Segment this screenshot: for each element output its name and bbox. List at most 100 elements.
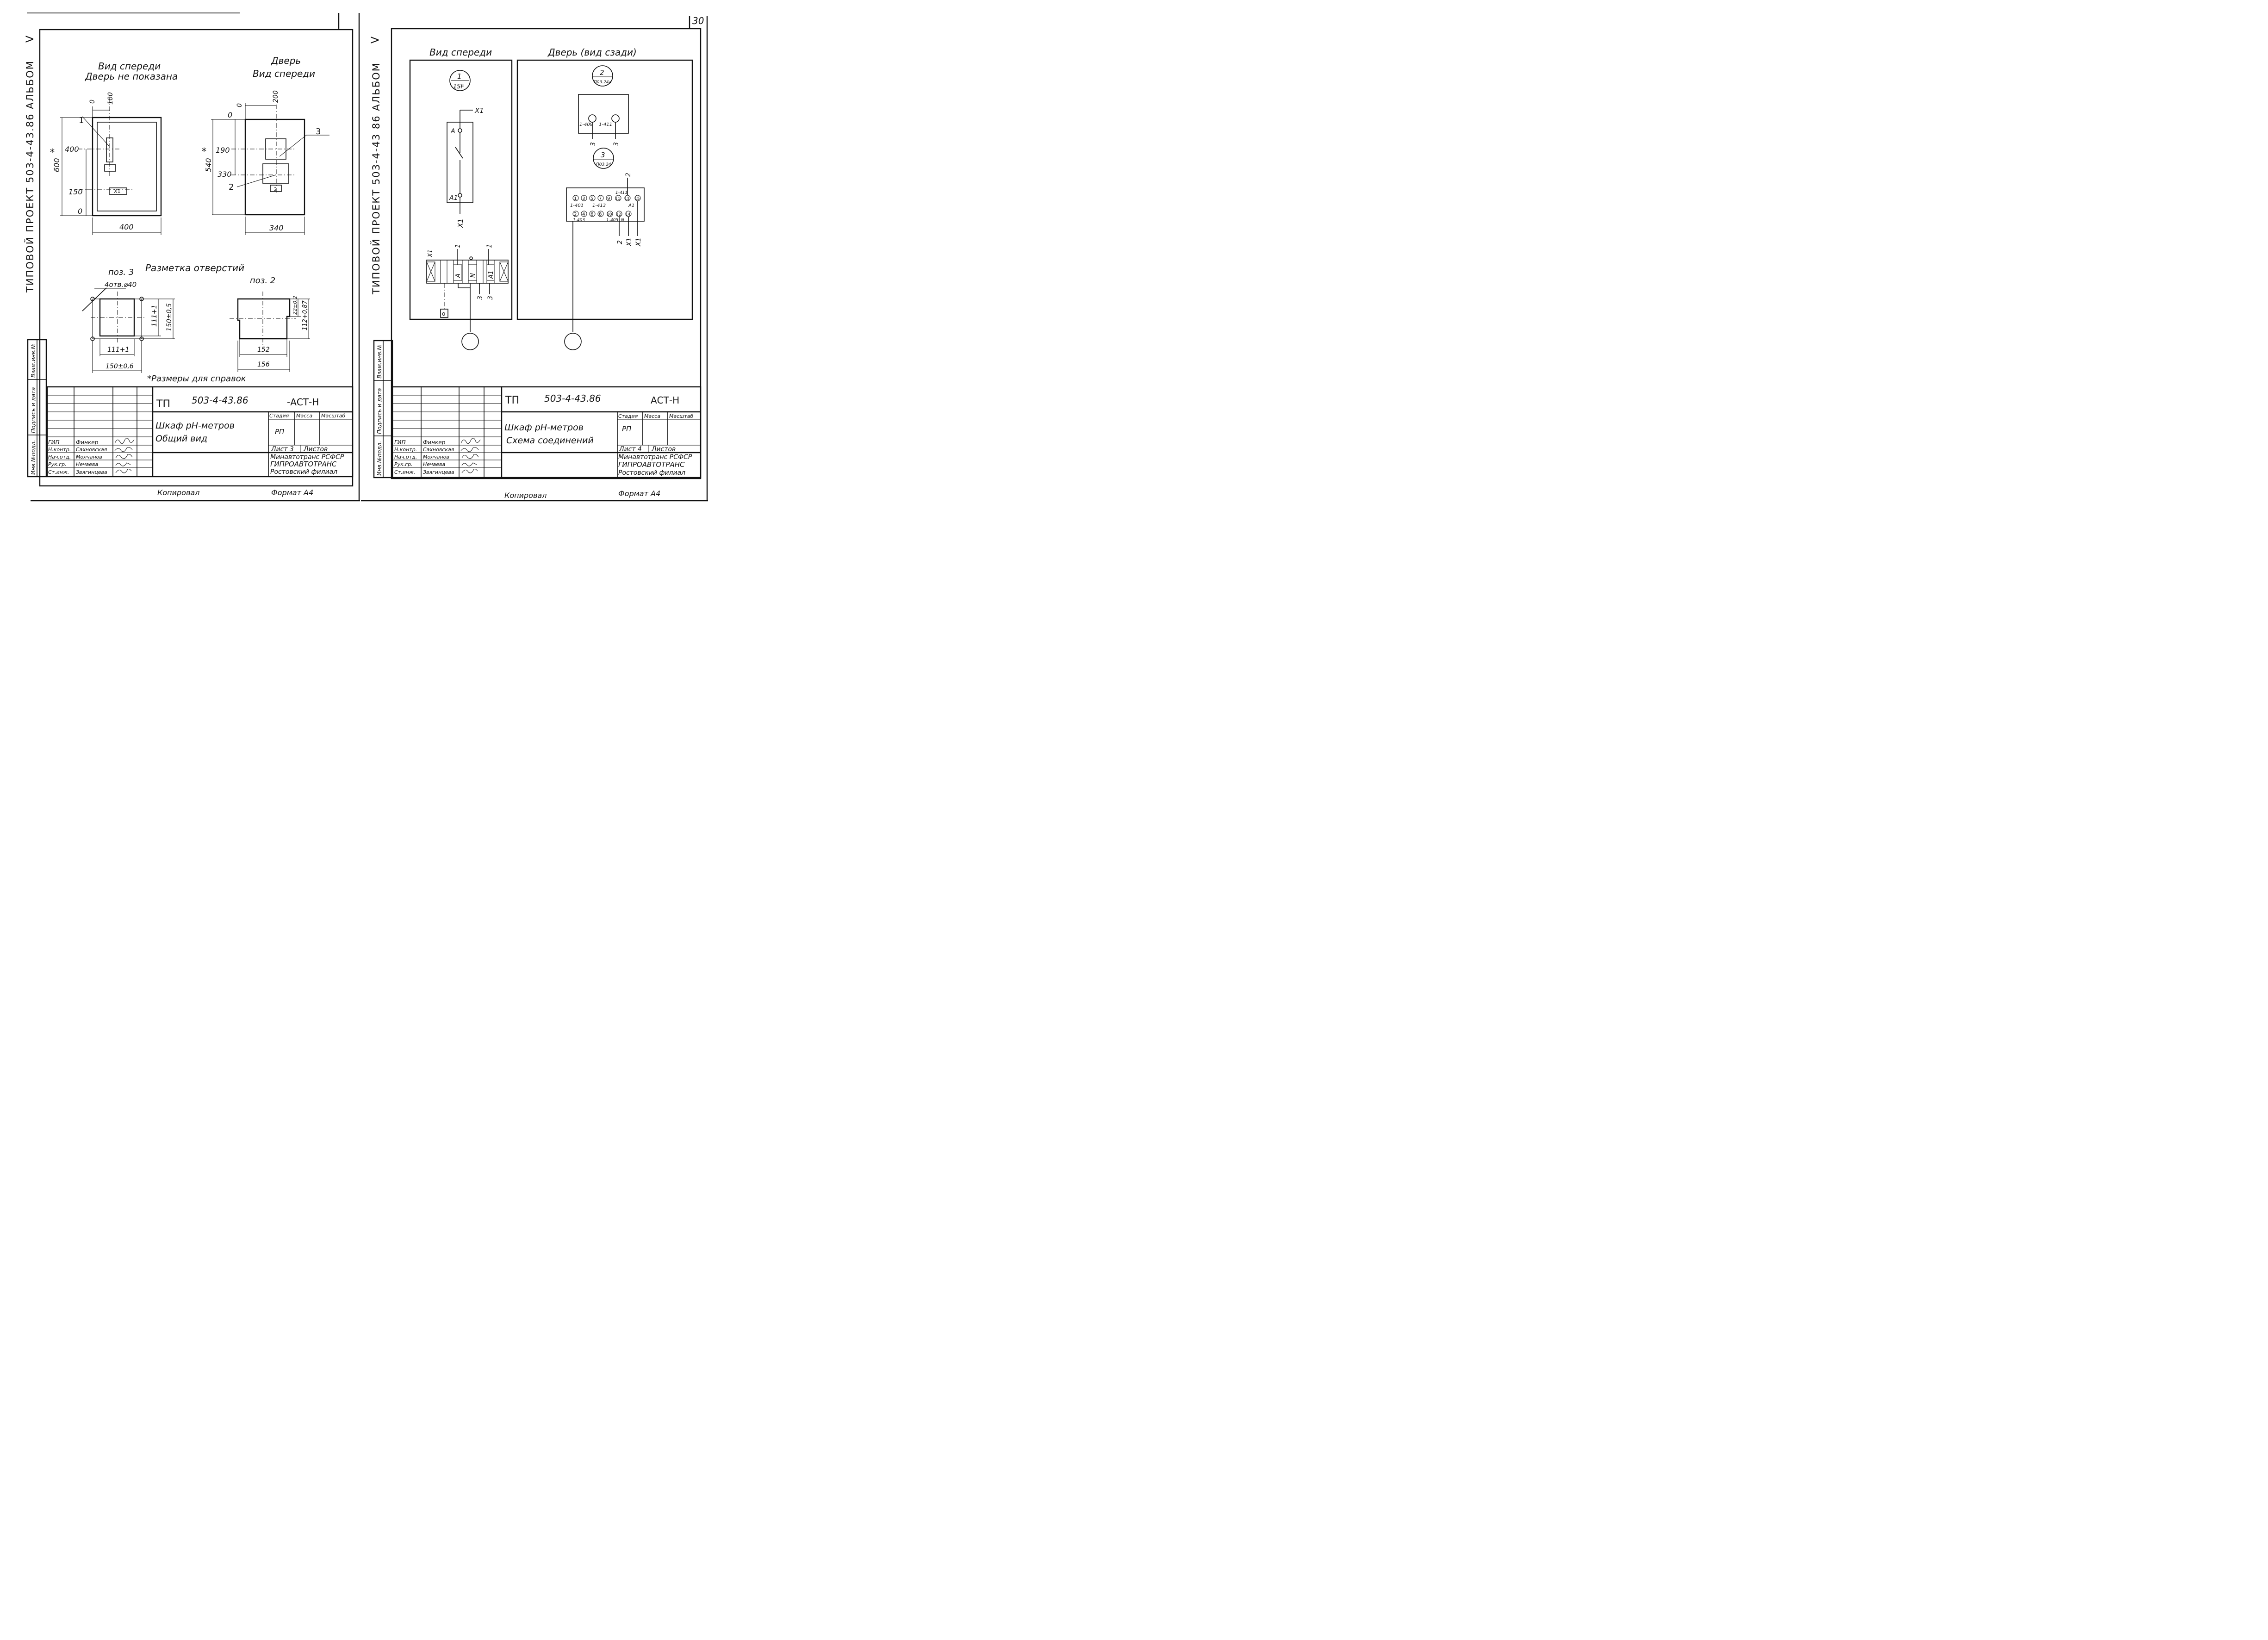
pos3-dim-h: 111+1 [151, 305, 158, 327]
left-signature-5 [115, 469, 132, 473]
right-signature-2 [460, 447, 479, 452]
pos2-dim-w: 152 [257, 346, 270, 354]
right-block-b12: 12 [616, 212, 621, 217]
right-tb-stage-hdr: Стадия [618, 413, 638, 419]
right-wire-top-1: 1 [454, 244, 462, 248]
left-front-title2: Дверь не показана [85, 71, 178, 82]
right-signature-5 [461, 469, 478, 473]
door-dim-200x: 200 [272, 90, 280, 103]
left-tb-code-prefix: ТП [156, 398, 170, 410]
right-block-label-1: 1-401 [570, 203, 584, 208]
pos2-dim-h: 22±0,2 [292, 296, 298, 315]
front-dim-150y: 150 [68, 187, 83, 196]
right-block-t13: 13 [624, 197, 629, 201]
right-format: Формат А4 [618, 489, 660, 498]
left-side-cells: Инв.№подл. Подпись и дата Взам.инв.№ [27, 339, 47, 478]
right-block-b14: 14 [625, 212, 631, 217]
right-tb-sheets: Листов [651, 446, 676, 453]
left-footnote: *Размеры для справок [147, 374, 246, 384]
right-tb-stage: РП [622, 425, 631, 433]
right-tb-name-1: Финкер [423, 439, 446, 446]
left-tb-name-3: Молчанов [76, 454, 102, 460]
left-signature-1 [114, 438, 135, 444]
holes-title: Разметка отверстий [145, 262, 244, 273]
left-tb-name-4: Нечаева [76, 461, 99, 467]
right-wire-bottom-2: 3 [487, 296, 494, 300]
left-holes-marking: Разметка отверстий поз. 3 4отв.⌀40 111+1… [82, 262, 310, 373]
right-front-wire-top: X1 [474, 106, 484, 115]
right-door-pin-wire-2: 3 [613, 142, 620, 146]
right-tb-scale-hdr: Масштаб [669, 413, 693, 419]
right-copied: Копировал [504, 491, 547, 500]
left-tb-name1: Шкаф pH-метров [155, 421, 235, 431]
right-block-bottom-row: 2 4 6 8 10 12 14 [572, 211, 632, 217]
drawing-canvas: 30 V ТИПОВОЙ ПРОЕКТ 503-4-43.86 АЛЬБОМ В… [24, 12, 708, 502]
left-tb-sheet: Лист 3 [271, 446, 294, 453]
right-front-ref-top: 1 [457, 72, 462, 81]
right-door-pin-wire-1: 3 [590, 142, 597, 146]
right-tb-name2: Схема соединений [506, 435, 594, 446]
right-block-t15: 15 [634, 197, 640, 201]
right-door-out-wire-3: X1 [635, 238, 642, 247]
right-door-ref3-top: 3 [601, 151, 605, 159]
front-dim-400y: 400 [65, 145, 79, 154]
right-tb-sheet: Лист 4 [619, 446, 642, 453]
right-block-label-2: 1-413 [592, 203, 606, 208]
right-block-label-4: A1 [628, 203, 634, 208]
door-dim-width: 340 [269, 224, 284, 232]
right-tb-name-4: Нечаева [423, 461, 446, 467]
right-door-out-wire-2: X1 [626, 238, 633, 247]
right-block-b4: 4 [582, 212, 585, 217]
pos2-dim-w2: 156 [257, 361, 270, 368]
page-number: 30 [692, 15, 704, 26]
right-terminal-label: X1 [427, 249, 434, 258]
right-door-ref2-top: 2 [600, 68, 604, 77]
door-callout-3: 3 [316, 127, 321, 137]
right-front-wire-bottom: X1 [456, 218, 465, 228]
right-terminal-a1: A1 [488, 271, 495, 279]
right-block-t11: 11 [615, 197, 620, 201]
right-block-b6: 6 [590, 212, 593, 217]
front-dim-height-star: * [50, 147, 55, 158]
left-side-stamp: V ТИПОВОЙ ПРОЕКТ 503-4-43.86 АЛЬБОМ [24, 36, 36, 293]
front-callout-1: 1 [79, 116, 84, 125]
right-door-title: Дверь (вид сзади) [547, 47, 637, 58]
left-tb-name-1: Финкер [76, 439, 99, 446]
right-tb-code: 503-4-43.86 [544, 393, 601, 404]
right-album-label: V [370, 37, 381, 43]
right-door-view: Дверь (вид сзади) 2 П03.24а 1-409 1-411 … [516, 47, 693, 350]
left-side-cell-repl: Взам.инв.№ [30, 343, 37, 378]
door-dim-190: 190 [216, 146, 230, 155]
front-dim-0y: 0 [78, 207, 82, 216]
right-tb-mass-hdr: Масса [644, 413, 660, 419]
front-dim-100x: 100 [107, 92, 114, 105]
left-tb-scale-hdr: Масштаб [321, 413, 345, 419]
right-tb-name1: Шкаф pH-метров [504, 422, 584, 433]
right-tb-org1: Минавтотранс РСФСР [618, 453, 692, 461]
left-tb-org2: ГИПРОАВТОТРАНС [270, 460, 337, 468]
right-tb-org3: Ростовский филиал [618, 469, 685, 477]
door-callout-2: 2 [229, 182, 234, 192]
right-block-top-row: 1 3 5 7 9 11 13 15 [572, 195, 641, 201]
right-door-ref2-bottom: П03.24а [594, 80, 611, 85]
left-vertical-title: ТИПОВОЙ ПРОЕКТ 503-4-43.86 АЛЬБОМ [24, 60, 36, 293]
right-tb-name-5: Звягинцева [423, 469, 454, 475]
right-tb-role-4: Рук.гр. [394, 461, 413, 467]
right-tb-code-suffix: АСТ-Н [651, 395, 679, 406]
right-block-label-7: N [621, 218, 624, 223]
right-signature-4 [461, 462, 477, 466]
right-front-contact-a: A [450, 128, 455, 135]
left-signature-4 [115, 462, 131, 466]
front-dim-width: 400 [119, 223, 134, 231]
left-tb-org3: Ростовский филиал [270, 468, 337, 476]
front-dim-0x: 0 [89, 99, 96, 104]
right-block-t5: 5 [590, 196, 593, 201]
left-tb-role-3: Нач.отд. [48, 454, 71, 460]
left-signature-2 [114, 447, 133, 452]
left-tb-code: 503-4-43.86 [192, 395, 249, 406]
door-dim-height-star: * [202, 146, 206, 157]
door-dim-0y: 0 [228, 111, 232, 119]
left-side-cell-sign: Подпись и дата [30, 387, 37, 433]
left-tb-role-5: Ст.инж. [48, 469, 69, 475]
left-tb-stage: РП [275, 428, 284, 436]
